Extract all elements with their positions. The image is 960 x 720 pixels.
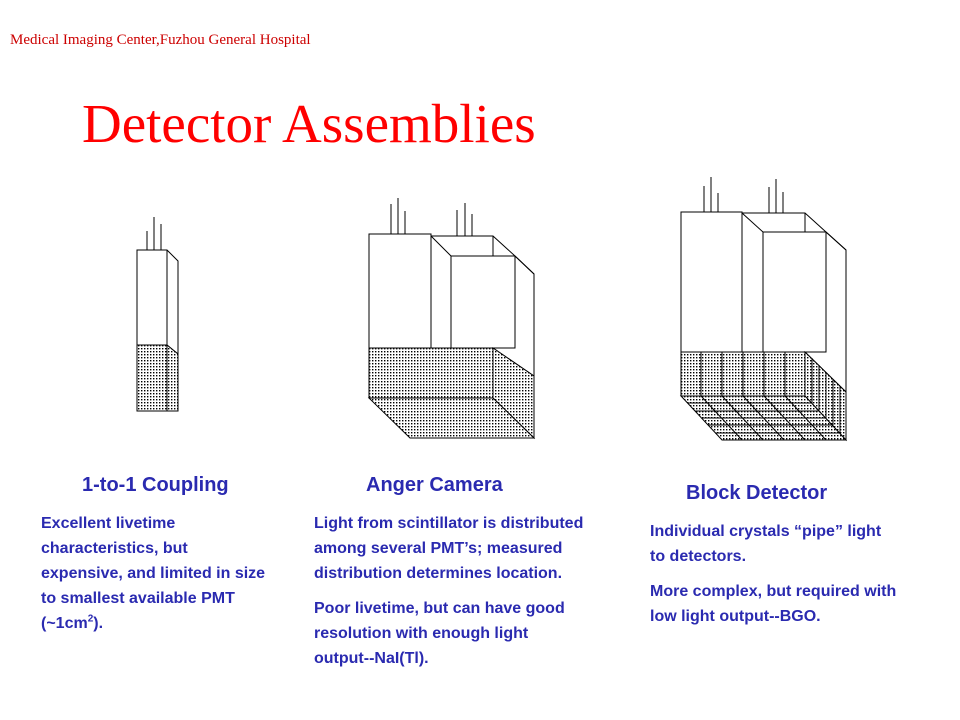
one-to-one-detector-icon [136, 217, 179, 412]
desc-block-paragraph-2: More complex, but required with low ligh… [650, 583, 897, 625]
desc-1to1-text: Excellent livetime characteristics, but … [41, 515, 266, 632]
desc-anger-paragraph-1: Light from scintillator is distributed a… [314, 515, 584, 582]
desc-anger-paragraph-2: Poor livetime, but can have good resolut… [314, 600, 565, 667]
header-text: Medical Imaging Center,Fuzhou General Ho… [10, 32, 311, 48]
desc-1to1-superscript: 2 [87, 613, 94, 625]
anger-camera-detector-icon [367, 198, 536, 440]
desc-anger: Light from scintillator is distributed a… [314, 511, 586, 681]
col-title-1to1: 1-to-1 Coupling [82, 474, 229, 496]
desc-1to1: Excellent livetime characteristics, but … [41, 511, 271, 646]
col-title-anger: Anger Camera [366, 474, 503, 496]
slide-title: Detector Assemblies [82, 93, 536, 154]
desc-1to1-suffix: ). [93, 615, 104, 632]
block-detector-icon [679, 177, 848, 442]
desc-block-paragraph-1: Individual crystals “pipe” light to dete… [650, 523, 882, 565]
col-title-block: Block Detector [686, 482, 828, 504]
desc-block: Individual crystals “pipe” light to dete… [650, 519, 900, 639]
desc-1to1-paragraph: Excellent livetime characteristics, but … [41, 511, 271, 636]
